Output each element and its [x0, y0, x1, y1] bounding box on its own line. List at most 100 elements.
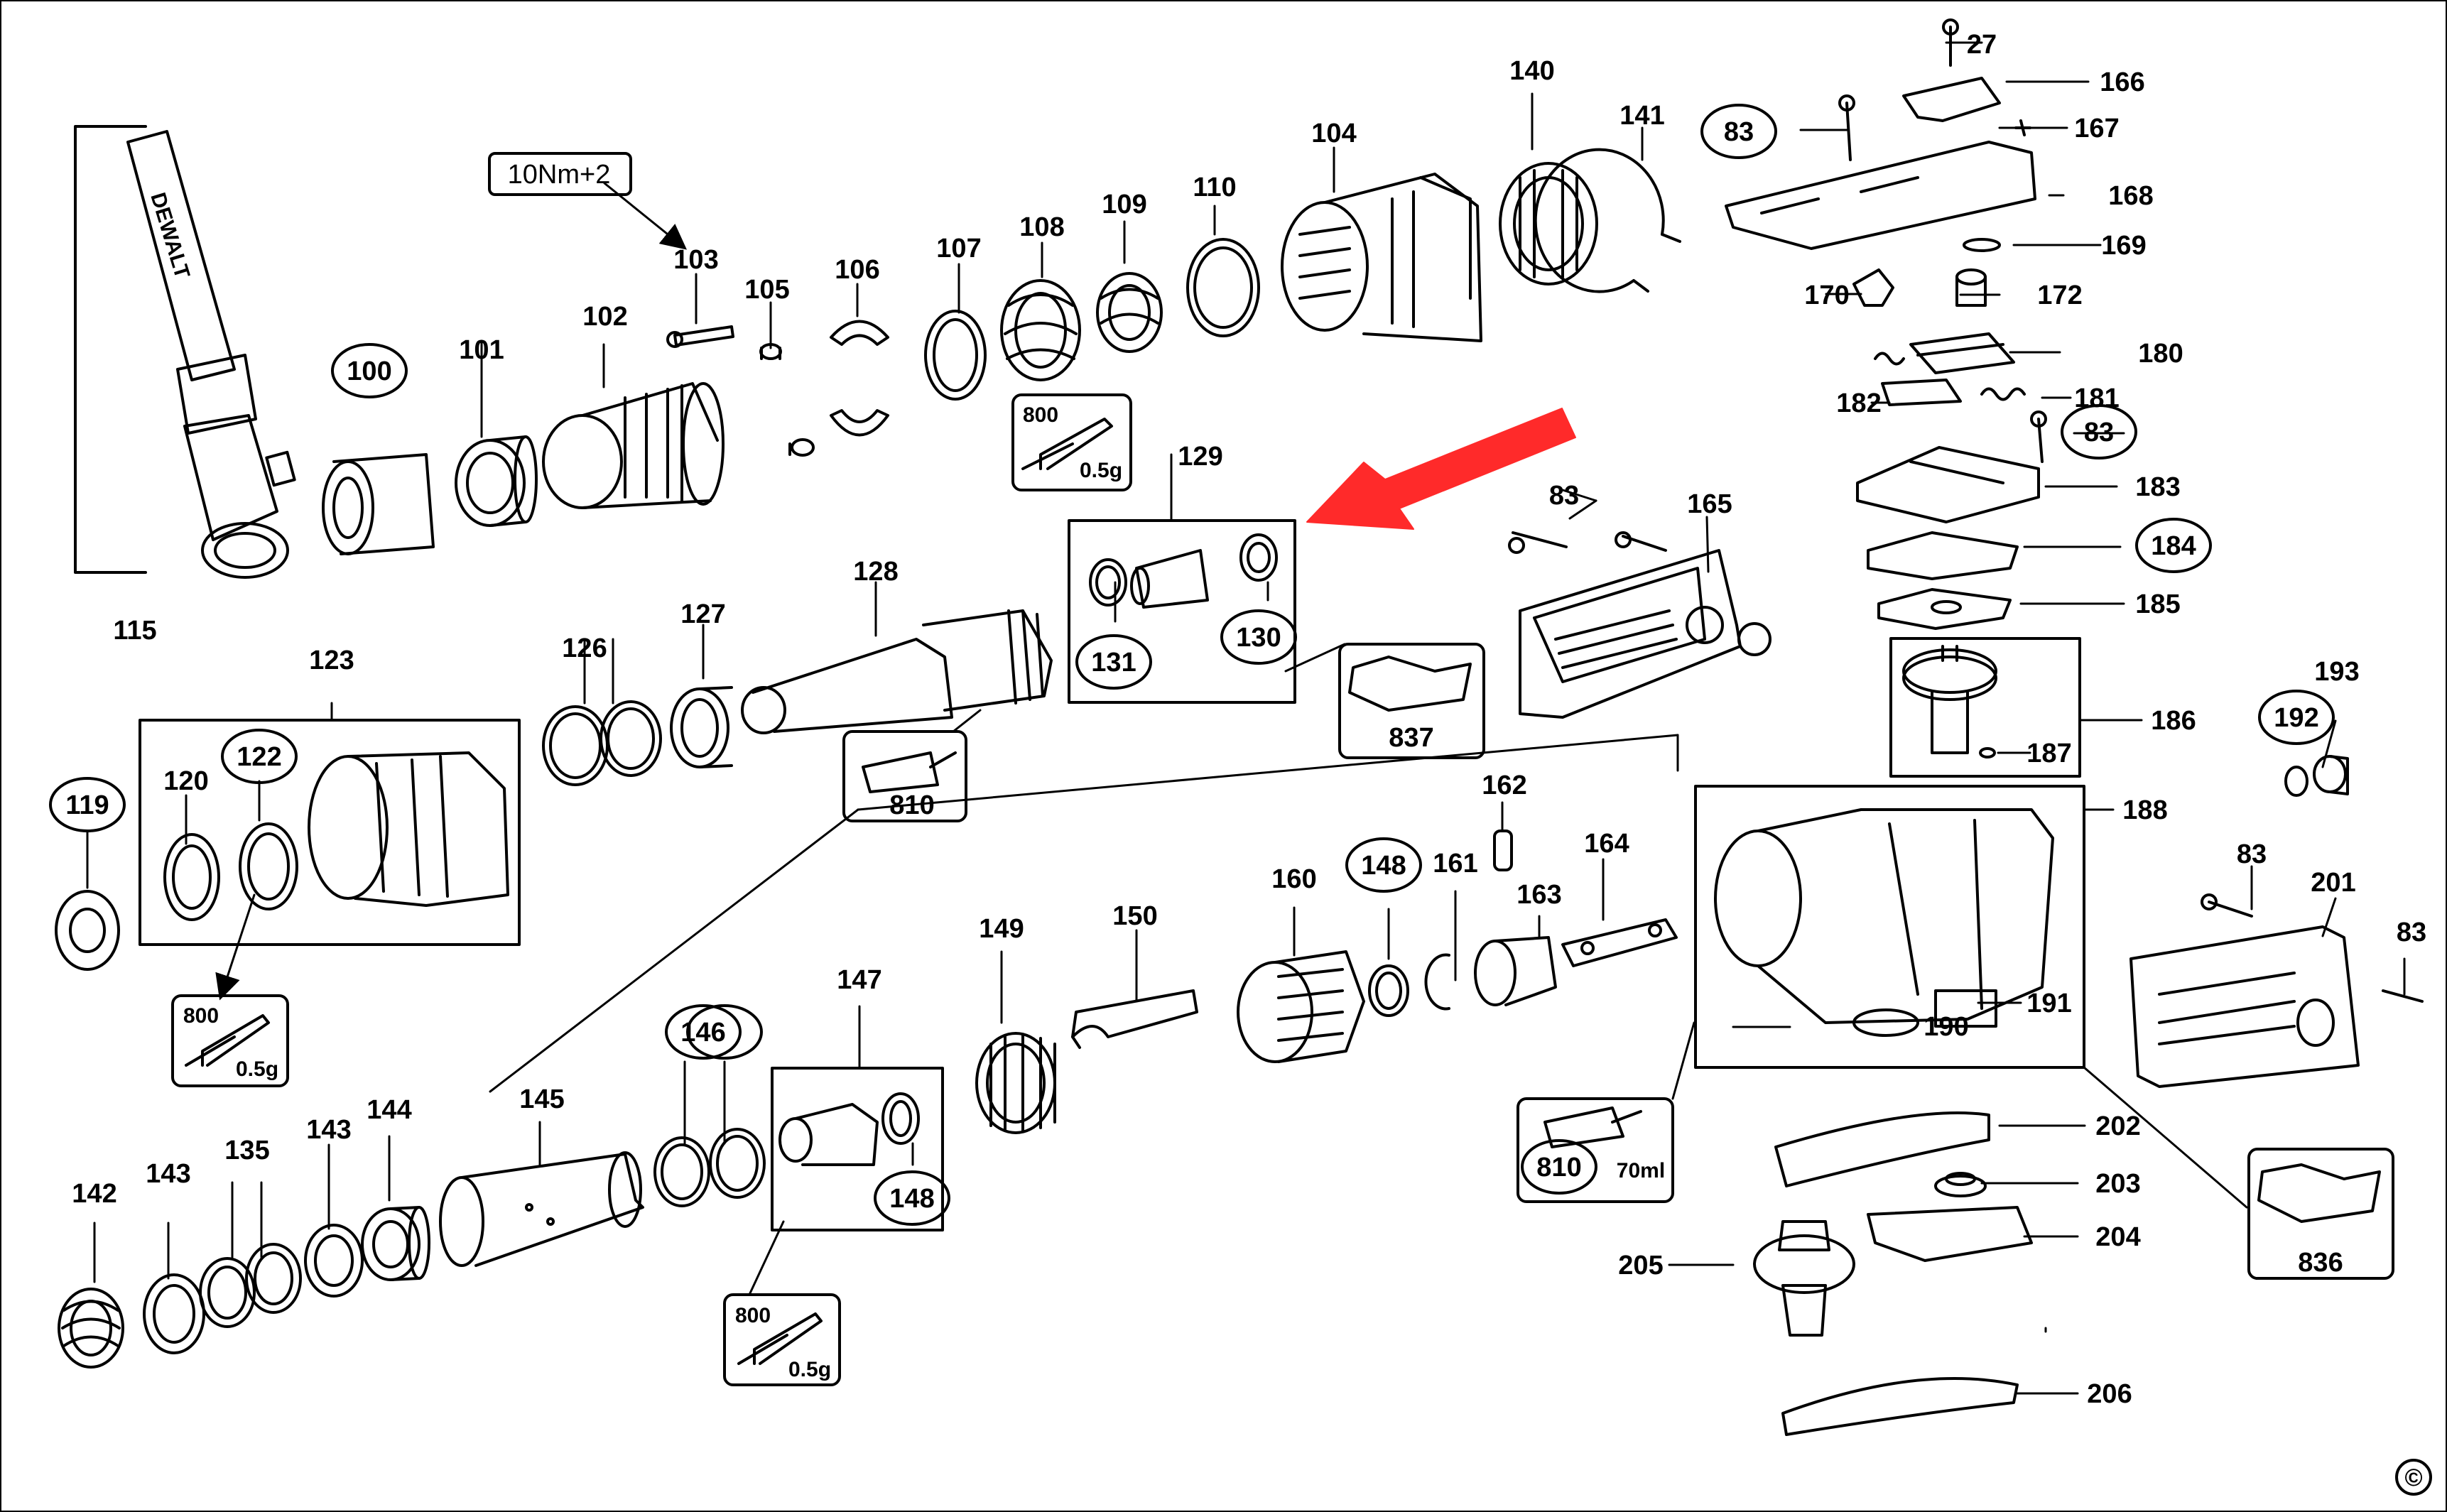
label-148-a: 148: [1361, 851, 1406, 881]
label-131: 131: [1091, 648, 1136, 678]
label-135: 135: [224, 1136, 269, 1165]
torque-note-box: [488, 152, 632, 196]
label-83-a: 83: [1724, 117, 1754, 147]
part-142: [58, 1288, 124, 1369]
parts: [55, 18, 2424, 1436]
label-182: 182: [1836, 388, 1881, 418]
part-202: [1774, 1111, 1990, 1187]
label-201: 201: [2311, 868, 2355, 898]
oil-can-icon-tube: [862, 751, 957, 793]
callout-labels: 27 83 83 83 83 83 100 101 102 103 104 10…: [65, 30, 2426, 1409]
label-165: 165: [1687, 489, 1732, 519]
part-205: [1753, 1220, 1855, 1337]
label-143-b: 143: [306, 1115, 351, 1145]
bracket-115: [74, 125, 147, 574]
part-135: [199, 1243, 302, 1328]
part-106: [830, 320, 889, 437]
grease-tube-icon-left: [185, 1014, 270, 1067]
box-188: [1694, 785, 2085, 1069]
part-180b: [1874, 352, 1905, 366]
grease-qty-bottom: 0.5g: [788, 1358, 831, 1381]
oil-can-icon-bottle: [1543, 1106, 1642, 1148]
label-170: 170: [1804, 281, 1849, 310]
label-110: 110: [1193, 173, 1236, 202]
label-83-b: 83: [2084, 418, 2114, 447]
label-105: 105: [744, 275, 789, 305]
part-105: [759, 343, 782, 360]
part-185: [1877, 588, 2012, 630]
label-180: 180: [2138, 339, 2183, 369]
part-100: [322, 453, 435, 555]
grease-code-top: 800: [1023, 403, 1058, 427]
part-164: [1561, 918, 1678, 967]
label-126: 126: [562, 633, 607, 663]
label-166: 166: [2100, 67, 2144, 97]
label-149: 149: [979, 914, 1024, 944]
label-202: 202: [2095, 1111, 2140, 1141]
label-190: 190: [1924, 1012, 1968, 1042]
part-166: [1902, 77, 2001, 122]
label-167: 167: [2074, 114, 2119, 143]
part-83-mid: [2030, 410, 2047, 463]
label-183: 183: [2135, 472, 2180, 502]
label-83-e: 83: [2397, 918, 2426, 947]
label-193: 193: [2314, 657, 2359, 687]
part-168: [1725, 141, 2036, 250]
part-186-contents: [1902, 645, 1997, 758]
part-119: [55, 890, 120, 971]
part-107: [924, 310, 987, 401]
part-150: [1071, 989, 1198, 1049]
label-810-oil: 810: [1536, 1153, 1581, 1182]
part-109: [1096, 272, 1163, 353]
part-105b: [788, 438, 815, 457]
part-162: [1493, 830, 1513, 871]
part-160: [1237, 950, 1365, 1063]
part-83-pins: [1508, 531, 1667, 554]
label-168: 168: [2108, 181, 2153, 211]
part-206: [1781, 1377, 2019, 1436]
label-204: 204: [2095, 1222, 2140, 1252]
part-123-contents: [163, 751, 509, 921]
side-handle-115: [126, 130, 296, 579]
label-141: 141: [1619, 101, 1664, 131]
grease-code-left: 800: [183, 1004, 219, 1028]
box-810-tube: [842, 730, 967, 822]
part-104: [1281, 173, 1482, 342]
label-161: 161: [1433, 849, 1477, 879]
copyright-mark: ©: [2395, 1459, 2432, 1496]
label-109: 109: [1102, 190, 1146, 219]
part-110: [1186, 238, 1260, 337]
part-170: [1852, 268, 1894, 307]
label-205: 205: [1618, 1251, 1663, 1280]
label-119: 119: [65, 790, 109, 820]
part-188-contents: [1714, 808, 2054, 1037]
label-120: 120: [163, 766, 208, 796]
label-106: 106: [835, 255, 879, 285]
torque-note: 10Nm+2: [508, 160, 611, 190]
label-108: 108: [1019, 212, 1064, 242]
label-127: 127: [680, 599, 725, 629]
part-161: [1424, 953, 1450, 1011]
part-144: [361, 1206, 430, 1281]
label-104: 104: [1311, 119, 1356, 148]
oil-qty: 70ml: [1617, 1159, 1665, 1182]
grease-qty-left: 0.5g: [236, 1057, 278, 1081]
box-123: [139, 719, 521, 946]
copyright-glyph: ©: [2404, 1464, 2422, 1491]
label-129: 129: [1178, 442, 1222, 472]
label-103: 103: [673, 245, 718, 275]
part-181: [1980, 387, 2026, 401]
grease-qty-top: 0.5g: [1080, 459, 1122, 482]
label-100: 100: [347, 357, 391, 386]
label-837: 837: [1389, 723, 1433, 753]
label-27: 27: [1967, 30, 1997, 60]
part-141: [1534, 148, 1681, 293]
label-172: 172: [2037, 281, 2082, 310]
label-187: 187: [2026, 739, 2071, 768]
box-186: [1889, 637, 2081, 778]
label-188: 188: [2122, 795, 2167, 825]
part-183: [1856, 446, 2040, 523]
callout-circles: [49, 104, 2335, 1226]
label-128: 128: [853, 557, 898, 587]
